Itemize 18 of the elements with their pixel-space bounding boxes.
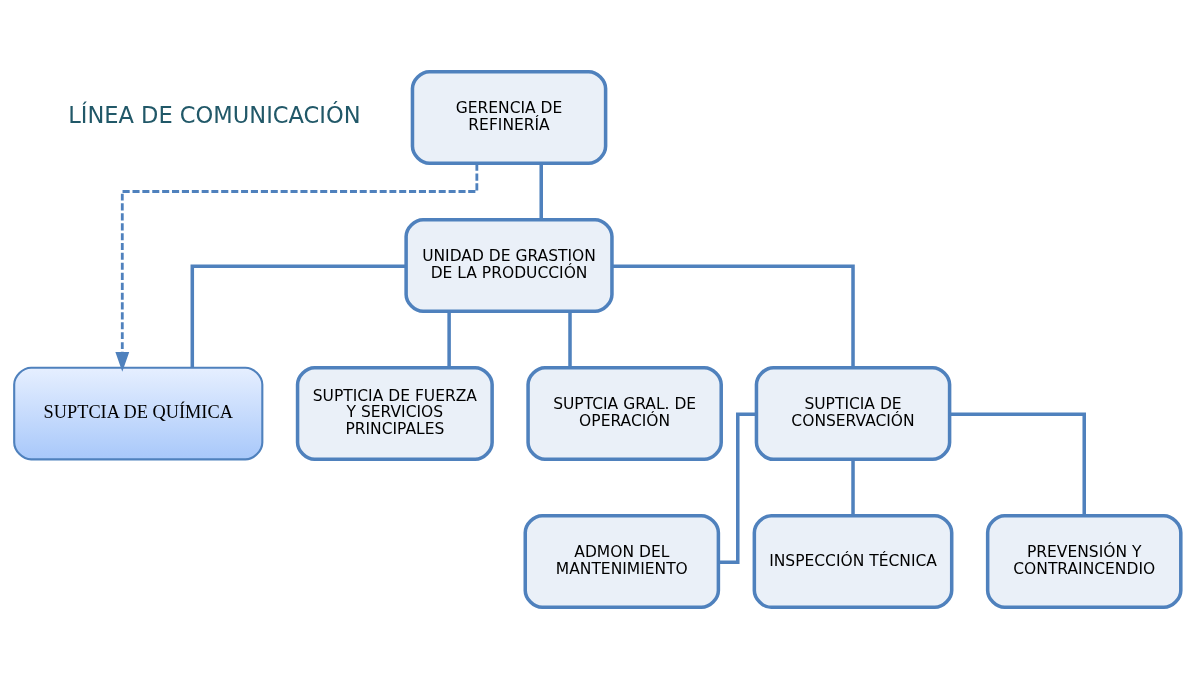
label: LÍNEA DE COMUNICACIÓN (68, 101, 361, 128)
connector (539, 163, 543, 220)
connector (447, 311, 451, 368)
node-box: SUPTCIA GRAL. DE OPERACIÓN (526, 365, 723, 462)
node-box: SUPTCIA DE QUÍMICA (13, 366, 264, 461)
connector (568, 311, 572, 368)
connector (190, 264, 406, 368)
node-box: GERENCIA DE REFINERÍA (410, 69, 608, 166)
connector (612, 264, 855, 368)
node-box: UNIDAD DE GRASTION DE LA PRODUCCIÓN (404, 217, 614, 314)
arrow (115, 163, 479, 372)
node-box: SUPTICIA DE FUERZA Y SERVICIOS PRINCIPALES (295, 365, 494, 462)
node-box: ADMON DEL MANTENIMIENTO (523, 513, 721, 610)
connector (851, 459, 855, 516)
connector (949, 412, 1086, 516)
node-box: PREVENSIÓN Y CONTRAINCENDIO (985, 513, 1183, 610)
node-box: SUPTICIA DE CONSERVACIÓN (754, 365, 952, 462)
node-box: INSPECCIÓN TÉCNICA (752, 513, 954, 610)
